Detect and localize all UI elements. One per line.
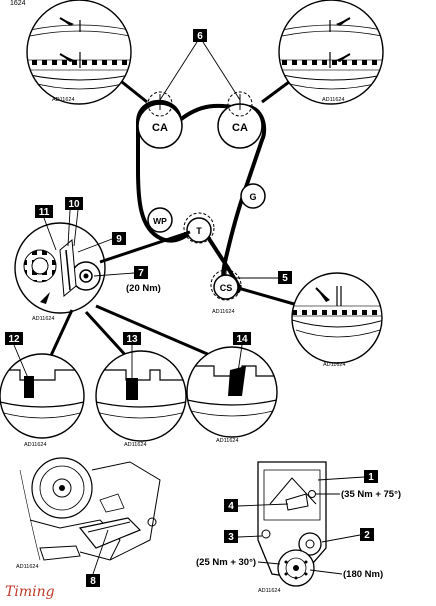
caption-label: Timing	[5, 584, 55, 600]
tensioner-label: T	[196, 226, 202, 236]
svg-text:1: 1	[368, 472, 374, 483]
detail-camshaft-left-mark	[27, 0, 131, 104]
detail-ref-label: AD11624	[258, 588, 281, 594]
svg-text:12: 12	[8, 334, 20, 345]
callout-12: 12	[5, 332, 29, 379]
detail-ref-label: AD11624	[16, 564, 39, 570]
svg-text:13: 13	[126, 334, 138, 345]
detail-ref-label: AD11624	[322, 97, 345, 103]
water-pump-label: WP	[153, 216, 167, 226]
detail-ref-label: AD11624	[52, 97, 75, 103]
idler-label: G	[249, 192, 256, 202]
svg-text:5: 5	[282, 273, 288, 284]
callout-14: 14	[233, 332, 251, 373]
callout-10: 10	[65, 197, 83, 247]
callout-5: 5	[234, 271, 292, 284]
crankshaft-detail	[292, 273, 382, 363]
engine-front-illustration	[19, 457, 161, 561]
callout-13: 13	[123, 332, 141, 378]
svg-text:2: 2	[364, 530, 370, 541]
callout-7: 7 (20 Nm)	[93, 266, 161, 294]
leader-line	[99, 230, 191, 264]
callout-4: 4	[224, 499, 289, 512]
svg-text:4: 4	[228, 501, 234, 512]
svg-text:8: 8	[90, 576, 96, 587]
svg-text:9: 9	[116, 234, 122, 245]
leader-line	[237, 286, 295, 306]
leader-line	[309, 569, 343, 575]
tensioner-pulley: T	[183, 212, 215, 244]
timing-cover-illustration	[257, 461, 327, 587]
leader-line	[257, 561, 281, 565]
callout-1: 1	[317, 470, 378, 483]
leader-line	[46, 309, 74, 363]
callout-11: 11	[35, 205, 57, 251]
camshaft-pulley-right: CA	[217, 91, 263, 149]
callout-2: 2	[321, 528, 374, 543]
header-fragment: 1624	[10, 0, 26, 7]
detail-ref-label: AD11624	[32, 316, 55, 322]
callout-8: 8	[86, 529, 109, 587]
detail-camshaft-right-mark	[279, 0, 383, 104]
svg-text:10: 10	[68, 199, 80, 210]
detail-tensioner-position-3	[187, 347, 277, 437]
svg-text:3: 3	[228, 532, 234, 543]
detail-circle-outline	[291, 272, 383, 364]
camshaft-label: CA	[152, 122, 168, 134]
detail-ref-label: AD11624	[24, 442, 47, 448]
detail-circle-outline	[278, 0, 384, 105]
detail-circle-outline	[186, 346, 278, 438]
torque-label: (25 Nm + 30°)	[196, 557, 256, 568]
detail-ref-label: AD11624	[323, 362, 346, 368]
detail-circle-outline	[0, 353, 85, 439]
detail-circle-outline	[26, 0, 132, 105]
torque-label: (20 Nm)	[126, 283, 161, 294]
callout-3: 3	[224, 530, 263, 543]
crankshaft-label: CS	[220, 283, 233, 293]
svg-text:7: 7	[138, 268, 144, 279]
detail-tensioner-position-2	[96, 351, 186, 441]
leader-line	[261, 80, 290, 104]
detail-ref-label: AD11624	[216, 438, 239, 444]
water-pump-pulley: WP	[147, 207, 173, 233]
svg-text:14: 14	[236, 334, 248, 345]
callout-6: 6	[159, 29, 241, 101]
leader-line	[121, 80, 148, 104]
detail-ref-label: AD11624	[212, 309, 235, 315]
detail-circle-outline	[95, 350, 187, 442]
leader-line	[84, 310, 130, 360]
callout-9: 9	[77, 232, 126, 253]
svg-text:11: 11	[39, 207, 50, 218]
camshaft-label: CA	[232, 122, 248, 134]
torque-label: (180 Nm)	[343, 569, 383, 580]
crankshaft-pulley: CS	[210, 268, 242, 301]
detail-tensioner-position-1	[0, 354, 84, 438]
leader-line	[95, 304, 213, 358]
idler-pulley: G	[240, 183, 266, 209]
svg-text:6: 6	[197, 31, 203, 42]
tensioner-detail	[14, 222, 106, 314]
torque-label: (35 Nm + 75°)	[341, 489, 401, 500]
camshaft-pulley-left: CA	[137, 91, 183, 149]
detail-ref-label: AD11624	[124, 442, 147, 448]
